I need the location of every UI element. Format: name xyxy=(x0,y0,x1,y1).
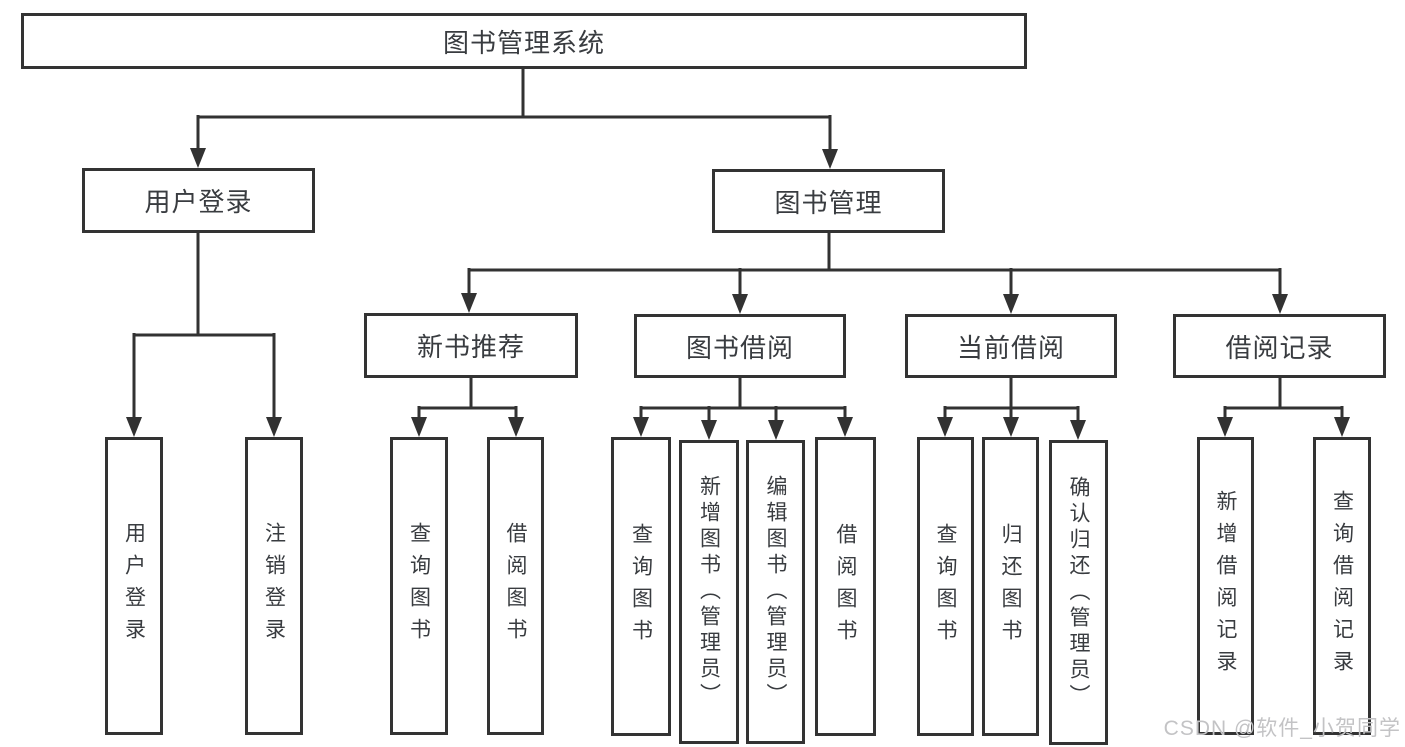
node-root-library-system: 图书管理系统 xyxy=(21,13,1027,69)
node-leaf-query-borrow-record: 查询借阅记录 xyxy=(1313,437,1371,735)
node-label: 图书借阅 xyxy=(685,332,794,363)
node-leaf-return-books: 归还图书 xyxy=(982,437,1039,736)
node-borrowing-records: 借阅记录 xyxy=(1173,314,1386,378)
node-label: 查询图书 xyxy=(934,522,957,651)
node-leaf-add-borrow-record: 新增借阅记录 xyxy=(1197,437,1254,735)
node-label: 编辑图书（管理员） xyxy=(764,475,787,709)
node-leaf-logout: 注销登录 xyxy=(245,437,303,735)
node-label: 查询图书 xyxy=(407,522,431,650)
node-book-borrowing: 图书借阅 xyxy=(634,314,846,378)
node-label: 查询借阅记录 xyxy=(1330,490,1354,682)
node-label: 新书推荐 xyxy=(416,332,525,362)
node-label: 借阅图书 xyxy=(834,522,857,651)
node-leaf-query-books-1: 查询图书 xyxy=(390,437,448,735)
node-leaf-user-login: 用户登录 xyxy=(105,437,163,735)
node-label: 归还图书 xyxy=(999,522,1022,651)
node-leaf-borrow-books-1: 借阅图书 xyxy=(487,437,544,735)
node-book-management-branch: 图书管理 xyxy=(712,169,945,233)
node-leaf-query-books-3: 查询图书 xyxy=(917,437,974,736)
node-label: 查询图书 xyxy=(629,522,653,651)
node-leaf-confirm-return-admin: 确认归还（管理员） xyxy=(1049,440,1108,745)
node-label: 借阅图书 xyxy=(504,522,527,650)
node-label: 确认归还（管理员） xyxy=(1067,475,1090,710)
node-label: 用户登录 xyxy=(144,187,253,217)
node-user-login-branch: 用户登录 xyxy=(82,168,315,233)
node-leaf-edit-books-admin: 编辑图书（管理员） xyxy=(746,440,805,744)
node-leaf-add-books-admin: 新增图书（管理员） xyxy=(679,440,739,744)
node-label: 注销登录 xyxy=(262,522,286,650)
node-leaf-borrow-books-2: 借阅图书 xyxy=(815,437,876,736)
node-label: 新增图书（管理员） xyxy=(697,475,721,709)
node-label: 借阅记录 xyxy=(1225,332,1334,363)
node-label: 用户登录 xyxy=(122,522,146,650)
node-label: 当前借阅 xyxy=(956,332,1065,363)
node-label: 图书管理 xyxy=(774,187,883,218)
csdn-watermark: CSDN @软件_小贺同学 xyxy=(1163,717,1401,740)
node-current-borrowing: 当前借阅 xyxy=(905,314,1117,378)
node-new-book-recommend: 新书推荐 xyxy=(364,313,578,378)
node-label: 新增借阅记录 xyxy=(1214,490,1237,682)
node-label: 图书管理系统 xyxy=(442,27,605,58)
node-leaf-query-books-2: 查询图书 xyxy=(611,437,671,736)
